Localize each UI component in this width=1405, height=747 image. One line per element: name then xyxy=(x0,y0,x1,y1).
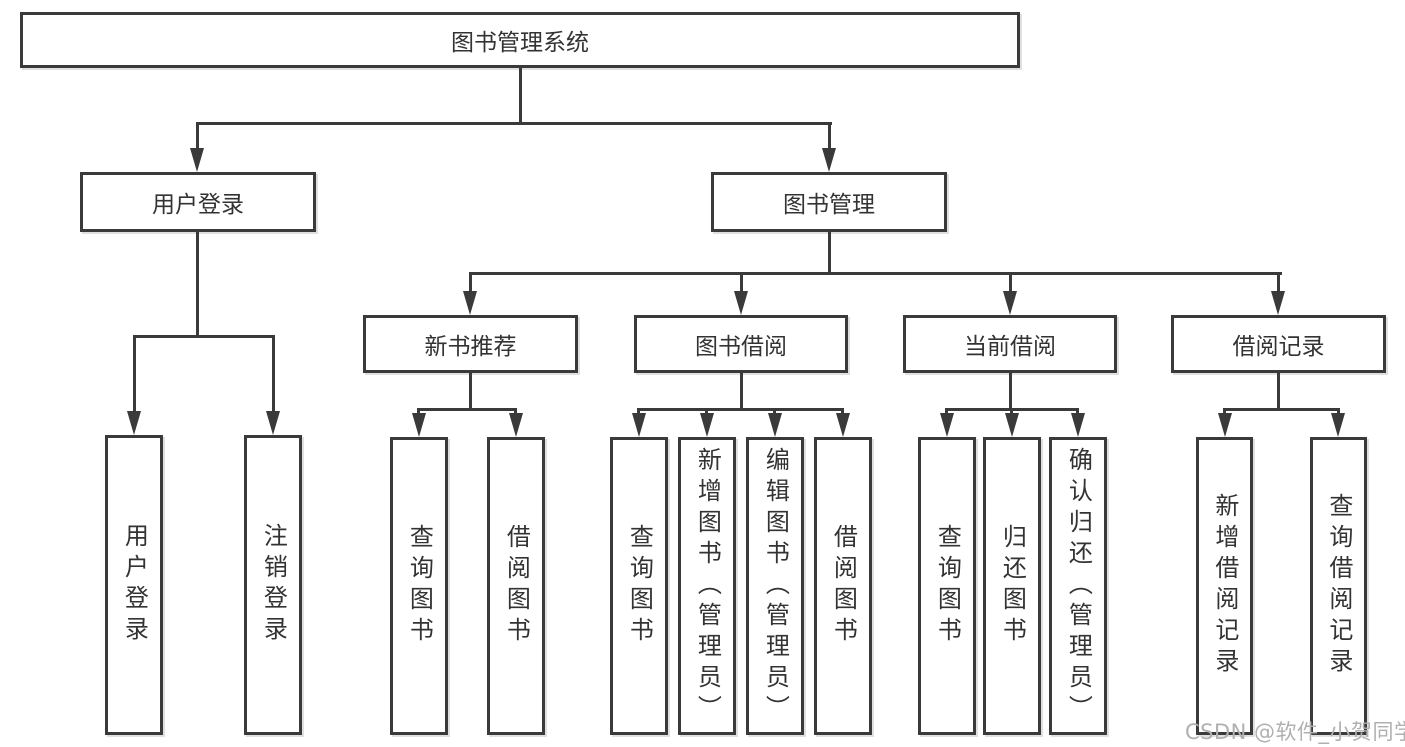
leaf-cb-confirm-return-label: 确认归还（管理员） xyxy=(1064,446,1093,726)
leaf-nb-borrow-books-label: 借阅图书 xyxy=(502,524,531,648)
leaf-bb-borrow-books-label: 借阅图书 xyxy=(829,524,858,648)
connector-line xyxy=(637,408,640,416)
connector-line xyxy=(828,232,831,275)
leaf-logout: 注销登录 xyxy=(244,435,302,735)
leaf-nb-query-books: 查询图书 xyxy=(390,437,448,735)
connector-arrowhead xyxy=(1071,413,1085,437)
leaf-cb-return-books: 归还图书 xyxy=(983,437,1041,735)
node-current-borrow-label: 当前借阅 xyxy=(964,334,1056,360)
node-root: 图书管理系统 xyxy=(20,12,1020,68)
leaf-cb-return-books-label: 归还图书 xyxy=(998,524,1027,648)
leaf-bb-edit-books: 编辑图书（管理员） xyxy=(746,437,804,735)
connector-arrowhead xyxy=(190,148,204,172)
leaf-rec-query-record: 查询借阅记录 xyxy=(1310,437,1367,735)
connector-line xyxy=(740,373,743,411)
connector-line xyxy=(417,408,420,416)
connector-line xyxy=(1009,373,1012,411)
connector-line xyxy=(196,122,199,150)
leaf-bb-edit-books-label: 编辑图书（管理员） xyxy=(761,446,790,726)
node-borrow-records-label: 借阅记录 xyxy=(1232,334,1325,360)
leaf-bb-add-books: 新增图书（管理员） xyxy=(678,437,736,735)
connector-line xyxy=(740,272,743,293)
node-new-book-recommend: 新书推荐 xyxy=(363,315,578,373)
connector-arrowhead xyxy=(1218,413,1232,437)
connector-line xyxy=(1076,408,1079,416)
connector-arrowhead xyxy=(836,413,850,437)
leaf-rec-add-record-label: 新增借阅记录 xyxy=(1210,493,1239,679)
leaf-bb-query-books-label: 查询图书 xyxy=(625,524,654,648)
connector-line xyxy=(945,408,948,416)
connector-line xyxy=(417,408,517,411)
connector-arrowhead xyxy=(632,413,646,437)
connector-line xyxy=(469,373,472,411)
node-root-label: 图书管理系统 xyxy=(451,30,589,56)
leaf-user-login: 用户登录 xyxy=(105,435,163,735)
connector-line xyxy=(133,335,275,338)
connector-arrowhead xyxy=(734,291,748,315)
connector-line xyxy=(1010,408,1013,416)
connector-line xyxy=(196,122,832,125)
connector-arrowhead xyxy=(768,413,782,437)
connector-arrowhead xyxy=(127,411,141,435)
leaf-bb-add-books-label: 新增图书（管理员） xyxy=(693,446,722,726)
node-borrow-records: 借阅记录 xyxy=(1171,315,1386,373)
leaf-rec-add-record: 新增借阅记录 xyxy=(1196,437,1253,735)
node-book-borrow: 图书借阅 xyxy=(634,315,848,373)
connector-line xyxy=(133,335,136,413)
connector-line xyxy=(705,408,708,416)
leaf-user-login-label: 用户登录 xyxy=(120,523,149,647)
leaf-nb-borrow-books: 借阅图书 xyxy=(487,437,545,735)
connector-arrowhead xyxy=(463,291,477,315)
connector-line xyxy=(1277,272,1280,293)
watermark: CSDN @软件_小贺同学 xyxy=(1185,720,1405,744)
node-user-login: 用户登录 xyxy=(80,172,316,232)
connector-arrowhead xyxy=(1331,413,1345,437)
leaf-cb-confirm-return: 确认归还（管理员） xyxy=(1049,437,1107,735)
node-book-borrow-label: 图书借阅 xyxy=(695,334,787,360)
node-book-management: 图书管理 xyxy=(711,172,947,232)
connector-line xyxy=(1223,408,1340,411)
connector-line xyxy=(519,68,522,125)
connector-line xyxy=(514,408,517,416)
leaf-cb-query-books: 查询图书 xyxy=(918,437,976,735)
connector-line xyxy=(828,122,831,150)
connector-arrowhead xyxy=(1003,291,1017,315)
connector-arrowhead xyxy=(700,413,714,437)
connector-line xyxy=(469,272,472,293)
connector-arrowhead xyxy=(266,411,280,435)
connector-arrowhead xyxy=(1271,291,1285,315)
connector-arrowhead xyxy=(1005,413,1019,437)
leaf-cb-query-books-label: 查询图书 xyxy=(933,524,962,648)
connector-line xyxy=(1277,373,1280,411)
connector-line xyxy=(773,408,776,416)
node-new-book-recommend-label: 新书推荐 xyxy=(424,334,517,360)
leaf-rec-query-record-label: 查询借阅记录 xyxy=(1324,493,1353,679)
node-user-login-label: 用户登录 xyxy=(152,192,244,218)
connector-arrowhead xyxy=(509,413,523,437)
node-current-borrow: 当前借阅 xyxy=(903,315,1117,373)
connector-line xyxy=(637,408,844,411)
leaf-nb-query-books-label: 查询图书 xyxy=(405,524,434,648)
leaf-bb-query-books: 查询图书 xyxy=(610,437,668,735)
connector-line xyxy=(1337,408,1340,416)
connector-line xyxy=(1009,272,1012,293)
leaf-logout-label: 注销登录 xyxy=(259,523,288,647)
connector-line xyxy=(469,272,1282,275)
node-book-management-label: 图书管理 xyxy=(783,192,875,218)
connector-line xyxy=(196,232,199,338)
connector-line xyxy=(1223,408,1226,416)
connector-line xyxy=(272,335,275,413)
leaf-bb-borrow-books: 借阅图书 xyxy=(814,437,872,735)
connector-line xyxy=(841,408,844,416)
connector-arrowhead xyxy=(822,148,836,172)
connector-arrowhead xyxy=(412,413,426,437)
connector-arrowhead xyxy=(940,413,954,437)
